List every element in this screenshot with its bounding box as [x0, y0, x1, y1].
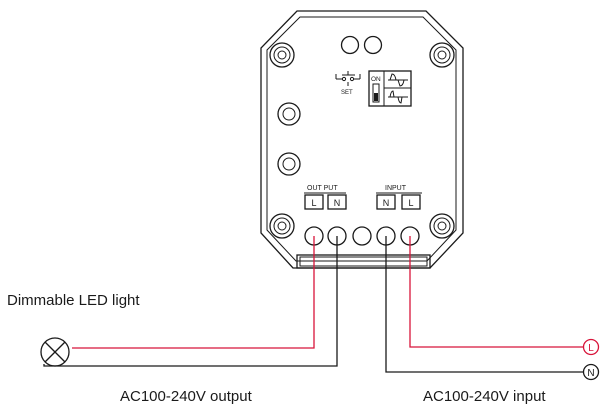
terminal-screw-3	[352, 226, 372, 246]
input-label: INPUT	[385, 185, 407, 192]
input-terminal-box-1	[376, 194, 396, 210]
dip-switch-slot	[372, 83, 380, 103]
output-terminal-box-2	[327, 194, 347, 210]
output-neutral-wire	[43, 236, 338, 367]
svg-text:L: L	[588, 343, 594, 354]
live-marker: L	[582, 338, 600, 356]
output-caption: AC100-240V output	[120, 388, 253, 405]
input-terminal-box-2	[401, 194, 421, 210]
svg-text:N: N	[587, 368, 594, 379]
output-live-wire	[72, 236, 315, 349]
knob-lower	[277, 152, 301, 176]
set-label: SET	[341, 90, 353, 96]
mounting-screw-top-left	[269, 42, 295, 68]
dimmer-device: SET ON OUT PUT L	[260, 10, 464, 269]
input-terminal-n: N	[383, 198, 390, 208]
dip-switch-lever	[374, 93, 378, 101]
input-live-wire	[409, 236, 583, 348]
output-label: OUT PUT	[307, 185, 338, 192]
set-button-symbol	[335, 71, 361, 86]
output-terminal-n: N	[334, 198, 341, 208]
input-caption: AC100-240V input	[423, 388, 546, 405]
indicator-hole-right	[363, 35, 383, 55]
output-terminal-box-1	[304, 194, 324, 210]
output-terminal-l: L	[311, 198, 316, 208]
device-housing-inner	[266, 16, 457, 262]
input-terminal-l: L	[408, 198, 413, 208]
indicator-hole-left	[340, 35, 360, 55]
input-neutral-wire	[385, 236, 583, 373]
device-housing	[260, 10, 464, 269]
wiring	[43, 236, 583, 373]
terminal-block-strip	[299, 256, 428, 267]
dip-switch-on-label: ON	[371, 76, 381, 83]
mounting-screw-bottom-left	[269, 213, 295, 239]
knob-upper	[277, 102, 301, 126]
neutral-marker: N	[582, 363, 600, 381]
led-lamp-icon	[40, 337, 70, 367]
leading-edge-waveform-icon	[388, 73, 408, 87]
mounting-screw-top-right	[429, 42, 455, 68]
terminal-block-base	[296, 254, 431, 269]
load-label: Dimmable LED light	[7, 292, 140, 309]
dip-switch-panel: ON	[368, 70, 412, 107]
trailing-edge-waveform-icon	[388, 90, 408, 104]
mounting-screw-bottom-right	[429, 213, 455, 239]
